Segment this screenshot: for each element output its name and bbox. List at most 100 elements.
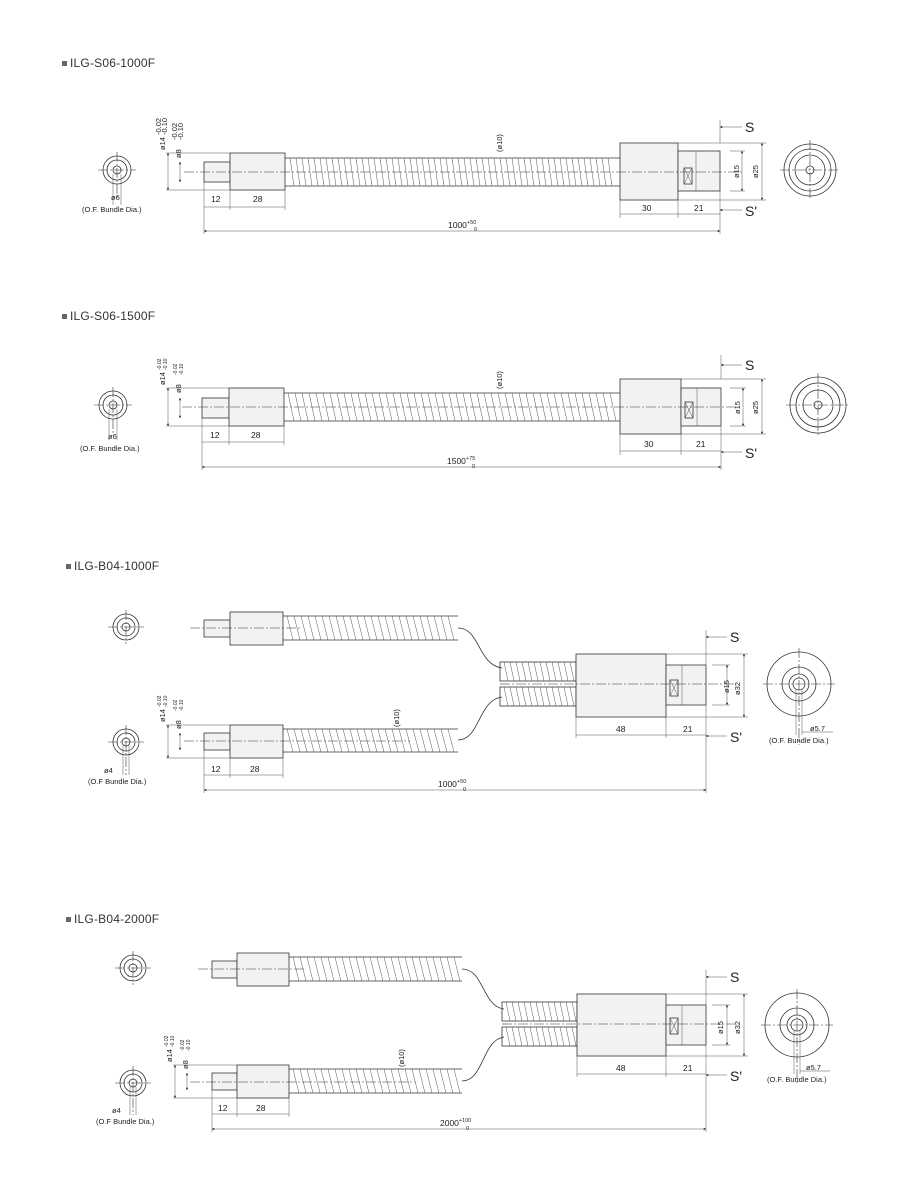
section-title-text: ILG-B04-2000F <box>74 912 160 926</box>
tolerance-lower: -0.10 <box>163 695 169 707</box>
dim-body-len: 48 <box>616 1063 626 1073</box>
tolerance-inner-label: ø8 <box>174 384 183 393</box>
dim-total-length: 1500+75 <box>447 456 475 466</box>
dim-len1: 12 <box>218 1103 228 1113</box>
tolerance-lower: -0.10 <box>170 1035 176 1047</box>
ferrule-body <box>229 152 286 191</box>
bullet-icon <box>66 917 71 923</box>
dim-total-sub: 0 <box>463 787 466 793</box>
section-mark-s: S <box>730 969 739 985</box>
dim-body-len: 30 <box>644 439 654 449</box>
ferrule-tip <box>211 1072 238 1091</box>
ferrule-tip <box>211 960 238 979</box>
tolerance-lower: -0.10 <box>163 358 169 370</box>
bundle-dia-caption: (O.F. Bundle Dia.) <box>80 444 140 453</box>
dim-tip-len: 21 <box>696 439 706 449</box>
section-title: ILG-B04-1000F <box>66 559 159 573</box>
dim-d1: ø15 <box>732 165 741 178</box>
tolerance-lower: -0.10 <box>186 1039 192 1051</box>
section-mark-s: S <box>745 357 754 373</box>
section-title-text: ILG-B04-1000F <box>74 559 160 573</box>
section-title: ILG-S06-1000F <box>62 56 155 70</box>
left-end-view-lower: ø4 (O.F Bundle Dia.) <box>96 1066 155 1126</box>
ferrule-body <box>229 724 284 759</box>
set-screw-icon <box>669 1017 679 1035</box>
ferrule-tip <box>203 619 231 638</box>
dim-len2: 28 <box>250 764 260 774</box>
dim-d2: ø32 <box>733 1021 742 1034</box>
left-end-view-upper <box>108 610 144 644</box>
hose-diameter-label: (ø10) <box>397 1049 406 1067</box>
dim-len2: 28 <box>256 1103 266 1113</box>
bundle-dia-label: ø4 <box>112 1106 121 1115</box>
tolerance-outer-label: ø14 <box>158 709 167 722</box>
dim-total-sub: 0 <box>466 1126 469 1132</box>
left-end-view-upper <box>115 951 151 985</box>
section-title: ILG-S06-1500F <box>62 309 155 323</box>
bundle-dia-caption: (O.F. Bundle Dia.) <box>769 736 829 745</box>
connector-body <box>619 142 679 201</box>
ferrule-tip <box>203 732 231 751</box>
tolerance-inner-label: ø8 <box>181 1060 190 1069</box>
flexible-hose-upper <box>283 615 503 669</box>
set-screw-icon <box>669 679 679 697</box>
tolerance-upper: -0.02 <box>157 358 163 370</box>
drawing-ilg-s06-1500f: ø6 (O.F. Bundle Dia.) ø14 -0.02 -0.10 ø8… <box>80 355 850 470</box>
dim-d2: ø32 <box>733 682 742 695</box>
ferrule-body <box>229 611 284 646</box>
dim-d2: ø25 <box>751 165 760 178</box>
tolerance-lower: -0.10 <box>179 699 185 711</box>
tolerance-lower: -0.10 <box>160 118 169 135</box>
tolerance-upper: -0.02 <box>170 123 179 140</box>
left-end-view: ø6 (O.F. Bundle Dia.) <box>80 387 140 453</box>
section-mark-s-prime: S' <box>745 203 757 219</box>
section-mark-s: S <box>745 119 754 135</box>
bullet-icon <box>62 61 67 67</box>
tolerance-outer-label: ø14 <box>158 372 167 385</box>
dim-tip-len: 21 <box>683 1063 693 1073</box>
dim-body-len: 48 <box>616 724 626 734</box>
dim-total-length: 1000+50 <box>448 220 476 230</box>
bundle-dia-label: ø6 <box>111 193 120 202</box>
tolerance-upper: -0.02 <box>173 699 179 711</box>
bundle-dia-caption: (O.F Bundle Dia.) <box>96 1117 155 1126</box>
bullet-icon <box>62 314 67 320</box>
drawing-ilg-b04-1000f: ø4 (O.F Bundle Dia.) <box>88 610 835 793</box>
dim-d1: ø15 <box>722 680 731 693</box>
flexible-hose-lower <box>283 696 503 753</box>
dim-len1: 12 <box>211 194 221 204</box>
dim-len2: 28 <box>251 430 261 440</box>
section-mark-s-prime: S' <box>730 729 742 745</box>
tolerance-upper: -0.02 <box>180 1039 186 1051</box>
set-screw-icon <box>684 401 694 419</box>
tolerance-upper: -0.02 <box>173 363 179 375</box>
ferrule-tip <box>201 397 230 419</box>
ferrule-body <box>236 952 290 987</box>
dim-body-len: 30 <box>642 203 652 213</box>
dim-tip-len: 21 <box>694 203 704 213</box>
tolerance-upper: -0.02 <box>154 118 163 135</box>
tolerance-inner-label: ø8 <box>174 720 183 729</box>
tolerance-upper: -0.02 <box>157 695 163 707</box>
dim-total-length: 1000+50 <box>438 779 466 789</box>
ferrule-body <box>236 1064 290 1099</box>
section-mark-s-prime: S' <box>730 1068 742 1084</box>
bundle-dia-caption: (O.F Bundle Dia.) <box>88 777 147 786</box>
left-end-view-lower: ø4 (O.F Bundle Dia.) <box>88 725 147 786</box>
tolerance-outer-label: ø14 <box>158 137 167 150</box>
dim-d1: ø15 <box>716 1021 725 1034</box>
dim-total-sub: 0 <box>474 227 477 233</box>
dim-len2: 28 <box>253 194 263 204</box>
bundle-dia-label: ø4 <box>104 766 113 775</box>
bundle-dia-label: ø5.7 <box>810 724 825 733</box>
set-screw-icon <box>683 167 693 185</box>
section-title-text: ILG-S06-1000F <box>70 56 156 70</box>
tolerance-upper: -0.02 <box>164 1035 170 1047</box>
bundle-dia-caption: (O.F. Bundle Dia.) <box>767 1075 827 1084</box>
bundle-dia-label: ø6 <box>108 432 117 441</box>
dim-total-sub: 0 <box>472 464 475 470</box>
connector-body <box>576 993 667 1057</box>
dim-d2: ø25 <box>751 401 760 414</box>
flexible-hose-upper <box>289 956 505 1010</box>
